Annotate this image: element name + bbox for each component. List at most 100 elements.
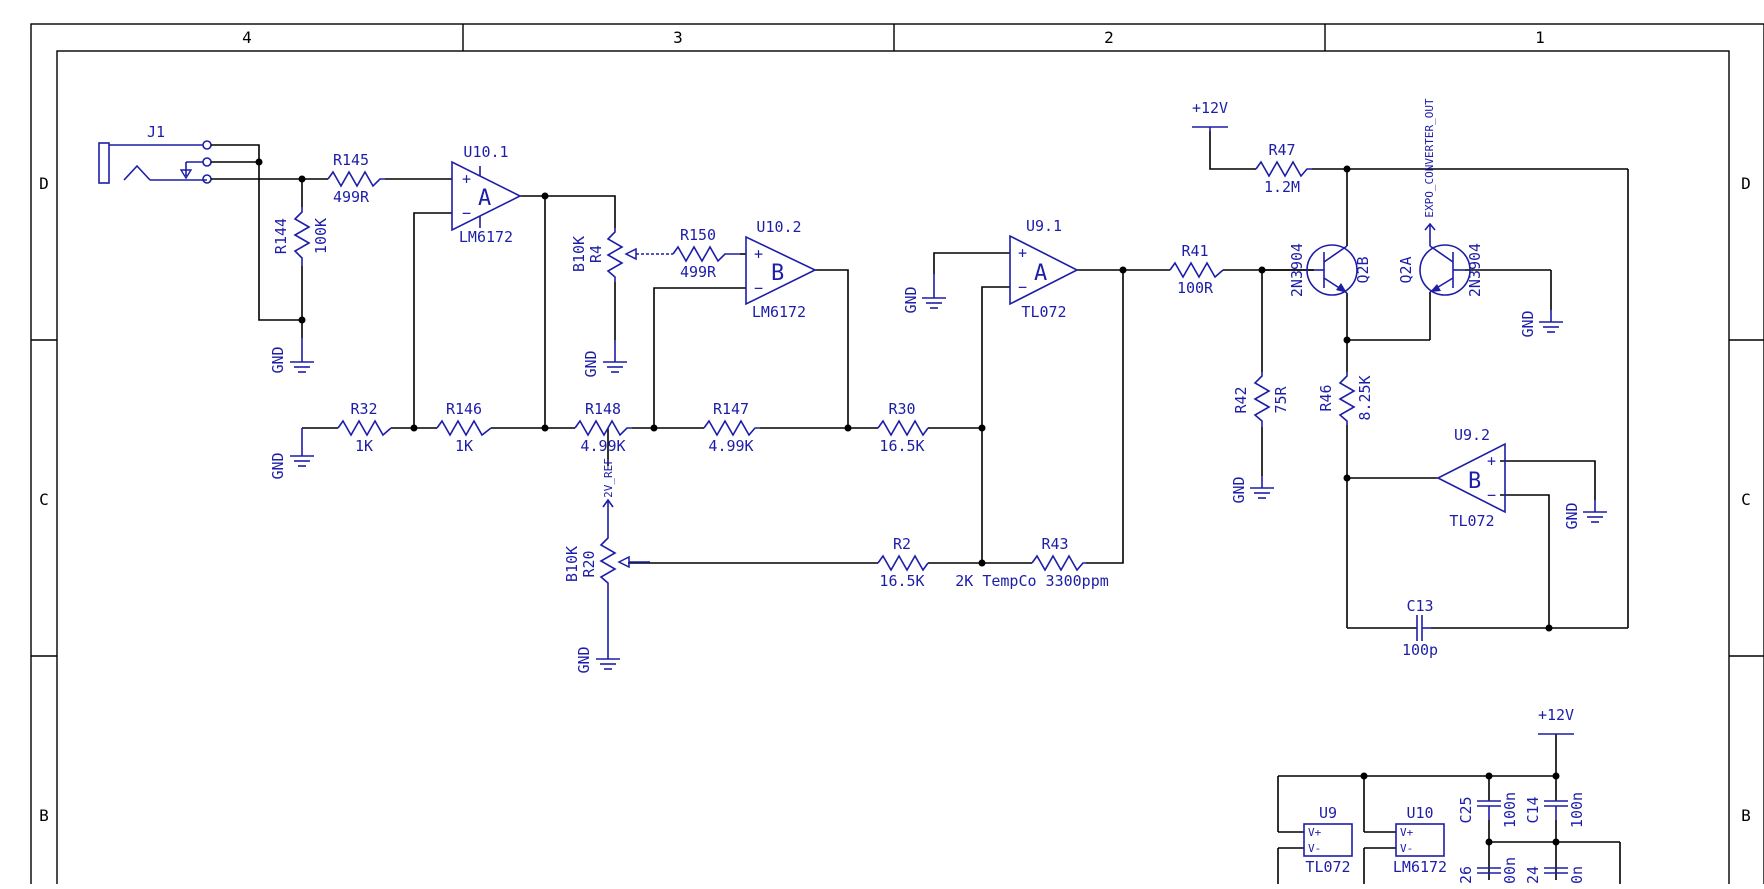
svg-text:R147: R147 [713,400,749,418]
svg-text:U9: U9 [1319,804,1337,822]
svg-text:R47: R47 [1268,141,1295,159]
svg-text:V-: V- [1400,842,1413,855]
svg-text:1K: 1K [355,437,373,455]
svg-text:+: + [754,245,763,263]
svg-text:499R: 499R [333,188,370,206]
svg-text:U10: U10 [1406,804,1433,822]
svg-text:U10.1: U10.1 [463,143,508,161]
gnd-q2a: GND [1519,309,1564,338]
svg-text:R20: R20 [580,550,598,577]
svg-text:8.25K: 8.25K [1356,375,1374,420]
svg-text:+: + [1487,452,1496,470]
svg-text:1.2M: 1.2M [1264,178,1300,196]
capacitor-c14: C14 100n [1524,792,1586,828]
svg-text:R148: R148 [585,400,621,418]
gnd-r42: GND [1230,475,1275,504]
svg-text:R150: R150 [680,226,716,244]
pot-r4: B10K R4 [570,228,673,282]
svg-text:R42: R42 [1232,386,1250,413]
svg-text:GND: GND [902,286,920,313]
svg-text:R146: R146 [446,400,482,418]
zone-col-4: 4 [242,28,252,47]
svg-text:GND: GND [269,452,287,479]
resistor-r32: R32 1K [337,400,392,455]
svg-text:V+: V+ [1308,826,1322,839]
svg-text:2K TempCo 3300ppm: 2K TempCo 3300ppm [955,572,1109,590]
wires [211,131,1629,884]
transistor-q2a: EXPO_CONVERTER_OUT Q2A 2N3904 [1397,98,1484,297]
svg-text:00n: 00n [1501,857,1519,884]
svg-text:A: A [478,186,491,211]
svg-text:499R: 499R [680,263,717,281]
svg-text:U10.2: U10.2 [756,218,801,236]
zone-row-b-right: B [1741,806,1751,825]
svg-text:−: − [1487,486,1496,504]
zone-row-d-left: D [39,174,49,193]
svg-text:GND: GND [1519,310,1537,337]
svg-text:LM6172: LM6172 [459,228,513,246]
transistor-q2b: 2N3904 Q2B [1288,243,1372,297]
resistor-r47: R47 1.2M [1255,141,1312,196]
zone-row-d-right: D [1741,174,1751,193]
svg-text:B10K: B10K [570,236,588,272]
svg-text:B: B [1468,469,1481,494]
gnd-r4: GND [582,340,628,378]
capacitor-c13: C13 100p [1402,597,1438,659]
svg-text:R32: R32 [350,400,377,418]
svg-text:26: 26 [1457,866,1475,884]
zone-col-3: 3 [673,28,683,47]
svg-text:R30: R30 [888,400,915,418]
net-2v-ref: 2V_REF [602,458,615,498]
svg-text:2N3904: 2N3904 [1288,243,1306,297]
svg-text:B10K: B10K [563,546,581,582]
power-block-u10: V+ V- U10 LM6172 [1393,804,1447,876]
svg-text:−: − [754,279,763,297]
svg-text:A: A [1034,261,1047,286]
svg-text:R144: R144 [272,218,290,254]
gnd-u9-2: GND [1563,499,1608,530]
sheet-frame: 4 3 2 1 D C B D C B [30,23,1764,889]
svg-text:GND: GND [269,346,287,373]
resistor-r150: R150 499R [672,226,740,281]
svg-text:GND: GND [582,350,600,377]
svg-text:100n: 100n [1501,792,1519,828]
svg-text:LM6172: LM6172 [1393,858,1447,876]
svg-text:TL072: TL072 [1021,303,1066,321]
resistor-r148: R148 4.99K [574,400,632,455]
svg-text:+12V: +12V [1192,99,1228,117]
svg-text:C13: C13 [1406,597,1433,615]
junctions [255,158,1560,846]
svg-text:−: − [1018,278,1027,296]
net-expo-out: EXPO_CONVERTER_OUT [1423,98,1436,218]
svg-text:GND: GND [575,646,593,673]
power-block-u9: V+ V- U9 TL072 [1303,804,1353,876]
svg-text:R43: R43 [1041,535,1068,553]
jack-j1: J1 [98,123,212,184]
resistor-r145: R145 499R [327,151,385,206]
resistor-r30: R30 16.5K [877,400,929,455]
svg-text:100p: 100p [1402,641,1438,659]
svg-text:R145: R145 [333,151,369,169]
svg-text:+: + [462,170,471,188]
resistor-r2: R2 16.5K [877,535,929,590]
j1-ref: J1 [147,123,165,141]
resistor-r41: R41 100R [1169,242,1224,297]
gnd-r20: GND [575,646,621,674]
svg-text:100R: 100R [1177,279,1214,297]
resistor-r144: R144 100K [272,207,330,266]
svg-text:100K: 100K [312,218,330,254]
svg-text:B: B [771,261,784,286]
svg-text:4.99K: 4.99K [708,437,753,455]
gnd-r32: GND [269,428,315,480]
supply-12v-bottom: +12V [1538,706,1574,735]
svg-text:2N3904: 2N3904 [1466,243,1484,297]
opamp-u9-2: + − B U9.2 TL072 [1436,426,1506,530]
svg-text:R2: R2 [893,535,911,553]
capacitor-c26-partial: 26 00n [1457,857,1519,884]
svg-text:LM6172: LM6172 [752,303,806,321]
svg-text:TL072: TL072 [1449,512,1494,530]
svg-text:100n: 100n [1568,792,1586,828]
svg-text:−: − [462,204,471,222]
